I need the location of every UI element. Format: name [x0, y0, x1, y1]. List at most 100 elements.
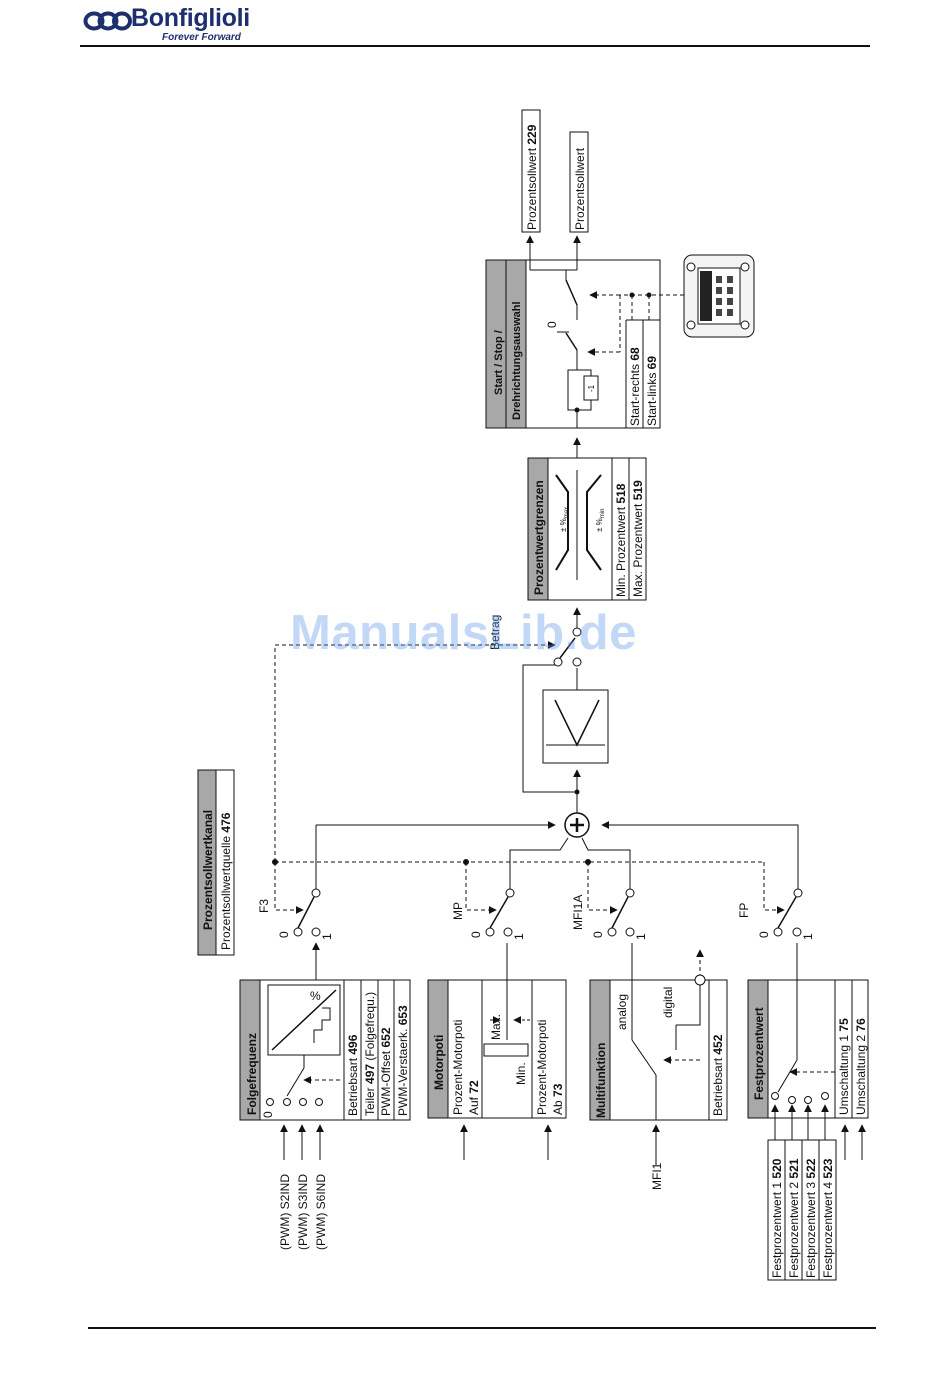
betrag-label: Betrag: [488, 615, 502, 650]
ff-param-3-label: PWM-Offset: [379, 1050, 393, 1116]
multifunktion-param-label: Betriebsart: [711, 1057, 725, 1116]
fp-umschaltung-1-label: Umschaltung 1: [837, 1035, 851, 1115]
mp-pos0: 0: [469, 931, 483, 938]
multifunktion-input: MFI1: [650, 1162, 664, 1190]
betrag-block: Betrag: [488, 607, 609, 764]
fp-param-2-num: 521: [787, 1158, 801, 1178]
fp-umschaltung-2-num: 76: [854, 1018, 868, 1032]
svg-text:± %max: ± %max: [559, 507, 570, 532]
pwg-min-sub: min: [600, 509, 606, 519]
switch-mp: 0 1 MP: [451, 862, 526, 940]
motorpoti-auf-line1: Prozent-Motorpoti: [451, 1020, 465, 1115]
startstop-title-2: Drehrichtungsauswahl: [511, 301, 523, 420]
svg-text:Min. Prozentwert 518: Min. Prozentwert 518: [614, 483, 628, 597]
motorpoti-auf-line2: Auf: [467, 1096, 481, 1115]
mfi1a-label: MFI1A: [571, 895, 585, 930]
watermark: ManualsLib.de: [290, 606, 637, 660]
mp-label: MP: [451, 902, 465, 920]
fp-umschaltung-2-label: Umschaltung 2: [854, 1035, 868, 1115]
motorpoti-ab-line1: Prozent-Motorpoti: [535, 1020, 549, 1115]
prozentwertgrenzen-title: Prozentwertgrenzen: [532, 480, 546, 595]
keypad-device-icon: [683, 254, 755, 338]
prozentsollwertquelle-num: 476: [219, 812, 233, 832]
ss-param-1-num: 68: [628, 347, 642, 361]
svg-text:Umschaltung 1 75: Umschaltung 1 75: [837, 1018, 851, 1115]
startstop-title-1: Start / Stop /: [493, 330, 505, 395]
motorpoti-max: Max.: [489, 1014, 503, 1040]
svg-text:± %min: ± %min: [595, 509, 606, 532]
svg-text:Teiler 497 (Folgefrequ.): Teiler 497 (Folgefrequ.): [363, 992, 377, 1116]
fp-param-3-num: 522: [804, 1158, 818, 1178]
svg-text:Betriebsart 452: Betriebsart 452: [711, 1034, 725, 1116]
footer-rule: [88, 1327, 876, 1329]
startstop-block: Start / Stop / Drehrichtungsauswahl Star…: [485, 235, 684, 429]
summing-junction: [316, 664, 799, 889]
ff-input-1: (PWM) S2IND: [278, 1174, 292, 1250]
ff-input-2: (PWM) S3IND: [296, 1174, 310, 1250]
ff-param-4-num: 653: [396, 1005, 410, 1025]
multifunktion-analog: analog: [615, 994, 629, 1030]
svg-text:PWM-Offset 652: PWM-Offset 652: [379, 1027, 393, 1116]
folgefrequenz-block: Folgefrequenz % 0 Betriebsart 496 Teiler…: [239, 942, 411, 1250]
folgefrequenz-percent: %: [310, 989, 321, 1003]
switch-mfi1a: 0 1 MFI1A: [571, 862, 648, 940]
pwg-min-sym: ± %: [595, 518, 604, 532]
output-labels: Prozentsollwert 229 Prozentsollwert: [521, 109, 589, 233]
svg-text:Start-rechts 68: Start-rechts 68: [628, 347, 642, 426]
pwg-max-sym: ± %: [559, 518, 568, 532]
multifunktion-digital: digital: [661, 987, 675, 1018]
switch-fp: 0 1 FP: [737, 862, 815, 940]
svg-text:Start-links 69: Start-links 69: [645, 356, 659, 426]
ff-param-2-suffix: (Folgefrequ.): [363, 992, 377, 1061]
ff-param-3-num: 652: [379, 1027, 393, 1047]
svg-text:Festprozentwert 1 520: Festprozentwert 1 520: [770, 1158, 784, 1278]
motorpoti-title: Motorpoti: [432, 1035, 446, 1090]
motorpoti-auf-num: 72: [467, 1080, 481, 1094]
festprozentwert-title: Festprozentwert: [752, 1007, 766, 1100]
output-1-label: Prozentsollwert: [525, 147, 539, 230]
svg-text:Festprozentwert 2 521: Festprozentwert 2 521: [787, 1158, 801, 1278]
mp-pos1: 1: [512, 933, 526, 940]
ss-param-1-label: Start-rechts: [628, 364, 642, 426]
fp-param-2-label: Festprozentwert 2: [787, 1182, 801, 1278]
ff-param-1-label: Betriebsart: [346, 1057, 360, 1116]
fp-pos1: 1: [801, 933, 815, 940]
mfi1a-pos1: 1: [634, 933, 648, 940]
svg-text:Max. Prozentwert 519: Max. Prozentwert 519: [631, 480, 645, 597]
svg-text:PWM-Verstaerk. 653: PWM-Verstaerk. 653: [396, 1005, 410, 1116]
ss-param-2-num: 69: [645, 356, 659, 370]
motorpoti-ab-line2: Ab: [551, 1100, 565, 1115]
f3-pos1: 1: [320, 933, 334, 940]
selector-bus: [272, 641, 764, 865]
motorpoti-ab-num: 73: [551, 1083, 565, 1097]
output-1-num: 229: [525, 124, 539, 144]
svg-text:Ab 73: Ab 73: [551, 1083, 565, 1115]
svg-text:Auf 72: Auf 72: [467, 1080, 481, 1115]
svg-text:Prozentsollwert 229: Prozentsollwert 229: [525, 124, 539, 230]
ff-param-4-label: PWM-Verstaerk.: [396, 1029, 410, 1116]
ff-input-3: (PWM) S6IND: [314, 1174, 328, 1250]
fp-param-4-label: Festprozentwert 4: [821, 1182, 835, 1278]
fp-param-1-label: Festprozentwert 1: [770, 1182, 784, 1278]
folgefrequenz-zero: 0: [261, 1111, 275, 1118]
festprozentwert-block: Festprozentwert Umschaltung 1 75 Umschal…: [747, 943, 869, 1281]
pwg-param-2-num: 519: [631, 480, 645, 500]
prozentsollwertkanal-box: Prozentsollwertkanal Prozentsollwertquel…: [197, 769, 235, 956]
brand-name: Bonfiglioli: [131, 4, 250, 32]
svg-text:Betriebsart 496: Betriebsart 496: [346, 1034, 360, 1116]
fp-pos0: 0: [757, 931, 771, 938]
svg-text:Umschaltung 2 76: Umschaltung 2 76: [854, 1018, 868, 1115]
switch-f3: 0 1 F3: [257, 825, 334, 940]
output-2-label: Prozentsollwert: [573, 147, 587, 230]
prozentsollwertquelle-label: Prozentsollwertquelle: [219, 836, 233, 950]
fp-umschaltung-1-num: 75: [837, 1018, 851, 1032]
header-rule: [80, 45, 870, 47]
multifunktion-title: Multifunktion: [594, 1043, 608, 1118]
ff-param-2-label: Teiler: [363, 1087, 377, 1116]
f3-pos0: 0: [277, 931, 291, 938]
ss-param-2-label: Start-links: [645, 373, 659, 426]
ss-neg-one: -1: [587, 384, 596, 392]
page-header: Bonfiglioli Forever Forward: [0, 0, 950, 50]
fp-label: FP: [737, 903, 751, 918]
